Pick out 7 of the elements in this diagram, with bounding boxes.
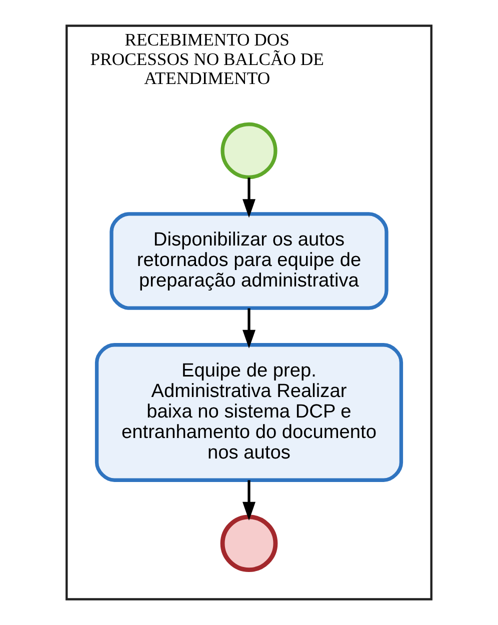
node-box: Disponibilizar os autos retornados para equipe de preparação administrativa: [110, 212, 388, 310]
node-circle: [220, 514, 278, 572]
arrow: [242, 480, 256, 520]
arrow: [242, 308, 256, 348]
node-circle: [220, 122, 278, 180]
node-box: Equipe de prep. Administrativa Realizar baixa no sistema DCP e entranhamento do documento nos autos: [94, 343, 404, 482]
arrow: [242, 178, 256, 218]
